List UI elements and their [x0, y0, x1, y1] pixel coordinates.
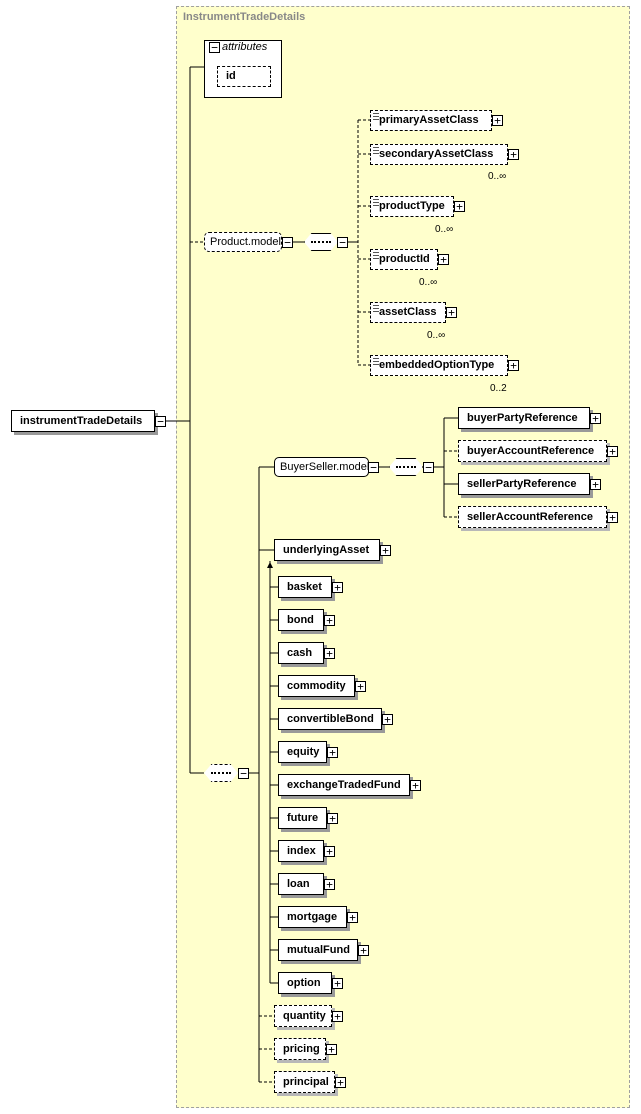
expand-icon[interactable]: +: [607, 512, 618, 523]
attribute-id[interactable]: id: [217, 66, 271, 87]
element-basket[interactable]: basket: [278, 576, 332, 598]
expand-icon[interactable]: +: [324, 648, 335, 659]
region-title: InstrumentTradeDetails: [183, 11, 306, 23]
cardinality-label: 0..∞: [435, 224, 454, 235]
element-mortgage[interactable]: mortgage: [278, 906, 347, 928]
cardinality-label: 0..∞: [488, 171, 507, 182]
element-productType[interactable]: productType: [370, 193, 457, 217]
element-index[interactable]: index: [278, 840, 324, 862]
expand-icon[interactable]: +: [324, 879, 335, 890]
expand-icon[interactable]: +: [590, 413, 601, 424]
element-commodity[interactable]: commodity: [278, 675, 355, 697]
expand-icon[interactable]: +: [410, 780, 421, 791]
element-primaryAssetClass[interactable]: primaryAssetClass: [370, 110, 492, 131]
product-model-group[interactable]: Product.model: [204, 232, 282, 252]
element-future[interactable]: future: [278, 807, 327, 829]
element-equity[interactable]: equity: [278, 741, 327, 763]
expand-icon[interactable]: +: [324, 615, 335, 626]
expand-icon[interactable]: +: [607, 446, 618, 457]
element-mutualFund[interactable]: mutualFund: [278, 939, 358, 961]
element-option[interactable]: option: [278, 972, 332, 994]
element-loan[interactable]: loan: [278, 873, 324, 895]
element-convertibleBond[interactable]: convertibleBond: [278, 708, 382, 730]
cardinality-label: 0..∞: [427, 330, 446, 341]
expand-icon[interactable]: +: [590, 479, 601, 490]
element-sellerAccountReference[interactable]: sellerAccountReference: [458, 506, 607, 528]
collapse-icon[interactable]: −: [238, 768, 249, 779]
expand-icon[interactable]: +: [508, 149, 519, 160]
element-cash[interactable]: cash: [278, 642, 324, 664]
expand-icon[interactable]: +: [327, 747, 338, 758]
expand-icon[interactable]: +: [332, 582, 343, 593]
element-embeddedOptionType[interactable]: embeddedOptionType: [370, 352, 511, 376]
expand-icon[interactable]: +: [347, 912, 358, 923]
element-pricing[interactable]: pricing: [274, 1038, 326, 1060]
expand-icon[interactable]: +: [355, 681, 366, 692]
element-productId[interactable]: productId: [370, 246, 441, 270]
expand-icon[interactable]: +: [324, 846, 335, 857]
expand-icon[interactable]: +: [380, 545, 391, 556]
element-bond[interactable]: bond: [278, 609, 324, 631]
expand-icon[interactable]: +: [446, 307, 457, 318]
expand-icon[interactable]: +: [454, 201, 465, 212]
collapse-icon[interactable]: −: [337, 237, 348, 248]
expand-icon[interactable]: +: [382, 714, 393, 725]
expand-icon[interactable]: +: [332, 978, 343, 989]
element-assetClass[interactable]: assetClass: [370, 299, 449, 323]
cardinality-label: 0..∞: [419, 277, 438, 288]
complex-type-region: [176, 6, 630, 1108]
element-quantity[interactable]: quantity: [274, 1005, 332, 1027]
sequence-compositor: [304, 233, 338, 251]
buyerseller-model-group[interactable]: BuyerSeller.model: [274, 457, 369, 477]
root-element[interactable]: instrumentTradeDetails: [11, 410, 155, 432]
expand-icon[interactable]: +: [438, 254, 449, 265]
collapse-icon[interactable]: −: [282, 237, 293, 248]
expand-icon[interactable]: +: [332, 1011, 343, 1022]
collapse-icon[interactable]: −: [155, 416, 166, 427]
expand-icon[interactable]: +: [327, 813, 338, 824]
sequence-compositor: [389, 458, 423, 476]
element-secondaryAssetClass[interactable]: secondaryAssetClass: [370, 141, 511, 165]
expand-icon[interactable]: +: [326, 1044, 337, 1055]
attributes-label: attributes: [222, 41, 268, 53]
cardinality-label: 0..2: [490, 383, 507, 394]
expand-icon[interactable]: +: [358, 945, 369, 956]
expand-icon[interactable]: +: [335, 1077, 346, 1088]
expand-icon[interactable]: +: [508, 360, 519, 371]
element-principal[interactable]: principal: [274, 1071, 335, 1093]
element-sellerPartyReference[interactable]: sellerPartyReference: [458, 473, 590, 495]
element-buyerPartyReference[interactable]: buyerPartyReference: [458, 407, 590, 429]
collapse-icon[interactable]: −: [209, 42, 220, 53]
element-underlyingAsset[interactable]: underlyingAsset: [274, 539, 380, 561]
element-buyerAccountReference[interactable]: buyerAccountReference: [458, 440, 607, 462]
element-exchangeTradedFund[interactable]: exchangeTradedFund: [278, 774, 410, 796]
collapse-icon[interactable]: −: [423, 462, 434, 473]
collapse-icon[interactable]: −: [368, 462, 379, 473]
expand-icon[interactable]: +: [492, 115, 503, 126]
sequence-compositor: [204, 764, 238, 782]
